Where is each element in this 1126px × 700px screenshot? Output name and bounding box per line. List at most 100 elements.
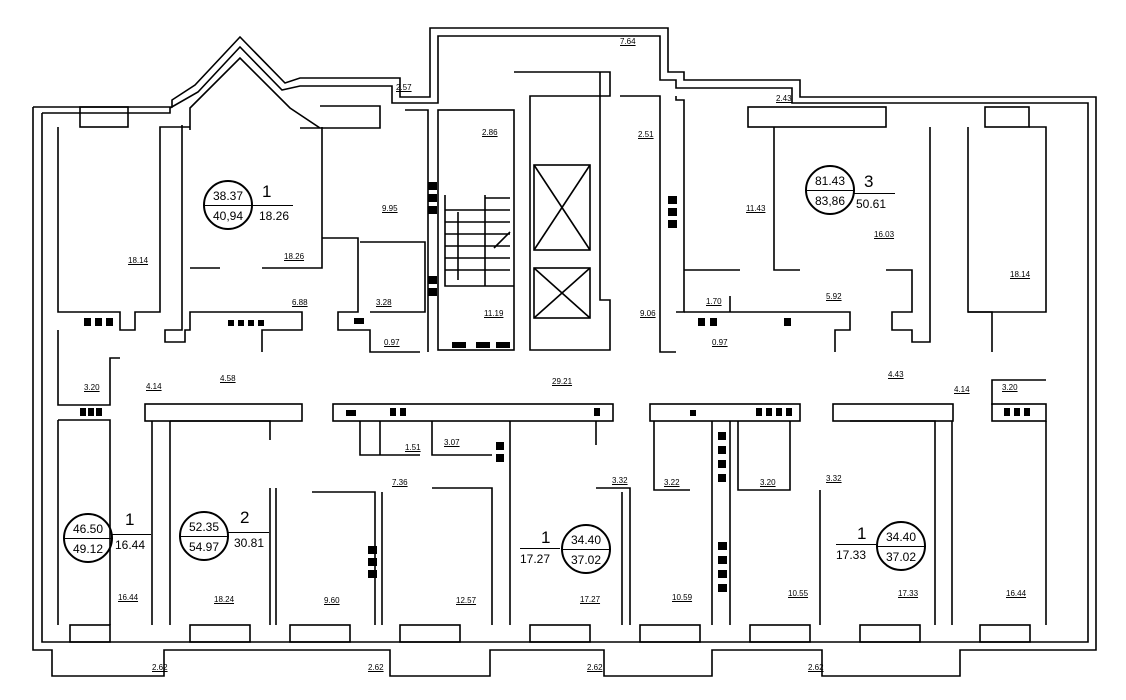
- fixture-mark: [766, 408, 772, 416]
- area-label: 3.22: [664, 478, 680, 487]
- window-bay: [289, 624, 351, 643]
- fixture-mark: [80, 408, 86, 416]
- fixture-mark: [668, 208, 677, 216]
- fixture-mark: [690, 410, 696, 416]
- apartment-area-badge: 34.40 37.02: [876, 521, 926, 571]
- fixture-mark: [496, 454, 504, 462]
- apartment-underline: [251, 205, 293, 206]
- wall: [737, 421, 791, 491]
- window-bay: [979, 624, 1031, 643]
- apartment-area-badge: 81.43 83,86: [805, 165, 855, 215]
- window-bay: [189, 624, 251, 643]
- area-label: 2.57: [396, 83, 412, 92]
- area-label: 2.62: [368, 663, 384, 672]
- apartment-room-count: 1: [125, 510, 135, 529]
- fixture-mark: [756, 408, 762, 416]
- apartment-area-badge: 46.50 49.12: [63, 513, 113, 563]
- area-label: 16.44: [118, 593, 139, 602]
- area-label: 6.88: [292, 298, 308, 307]
- fixture-mark: [368, 546, 377, 554]
- area-label: 12.57: [456, 596, 477, 605]
- area-label: 9.95: [382, 204, 398, 213]
- fixture-mark: [368, 558, 377, 566]
- fixture-mark: [718, 460, 726, 468]
- wall: [57, 126, 190, 331]
- area-label: 18.26: [284, 252, 305, 261]
- area-label: 17.33: [898, 589, 919, 598]
- area-label: 10.59: [672, 593, 693, 602]
- window-bay: [69, 624, 111, 643]
- fixture-mark: [258, 320, 264, 326]
- area-label: 2.62: [808, 663, 824, 672]
- area-label: 7.64: [620, 37, 636, 46]
- fixture-mark: [228, 320, 234, 326]
- area-label: 2.43: [776, 94, 792, 103]
- fixture-mark: [594, 408, 600, 416]
- window-bay: [747, 106, 887, 128]
- corridor-wall: [332, 403, 614, 422]
- area-label: 5.92: [826, 292, 842, 301]
- wall: [57, 330, 120, 406]
- fixture-mark: [428, 194, 437, 202]
- apartment-room-count: 1: [262, 182, 272, 201]
- wall: [360, 241, 426, 313]
- area-label: 1.70: [706, 297, 722, 306]
- apartment-underline: [853, 193, 895, 194]
- wall: [58, 419, 111, 625]
- fixture-mark: [428, 288, 437, 296]
- apartment-living-area: 30.81: [234, 536, 265, 550]
- area-label: 4.14: [146, 382, 162, 391]
- apartment-living-area: 18.26: [259, 209, 290, 223]
- fixture-mark: [710, 318, 717, 326]
- stair-arrow: [493, 231, 511, 249]
- fixture-mark: [238, 320, 244, 326]
- area-label: 0.97: [384, 338, 400, 347]
- fixture-mark: [718, 570, 727, 578]
- apartment-living-area: 16.44: [115, 538, 146, 552]
- fixture-mark: [428, 182, 437, 190]
- fixture-mark: [476, 342, 490, 348]
- area-label: 10.55: [788, 589, 809, 598]
- apartment-living-area: 17.33: [836, 548, 867, 562]
- window-bay: [984, 106, 1030, 128]
- apartment-area-badge: 38.37 40,94: [203, 180, 253, 230]
- area-label: 16.44: [1006, 589, 1027, 598]
- window-bay: [639, 624, 701, 643]
- fixture-mark: [668, 220, 677, 228]
- area-label: 18.14: [1010, 270, 1031, 279]
- window-bay: [859, 624, 921, 643]
- fixture-mark: [95, 318, 102, 326]
- apartment-room-count: 1: [541, 528, 551, 547]
- area-label: 18.24: [214, 595, 235, 604]
- apartment-living-area: 17.27: [520, 552, 551, 566]
- apartment-underline: [111, 534, 151, 535]
- apartment-room-count: 1: [857, 524, 867, 543]
- wall: [312, 491, 376, 625]
- area-label: 18.14: [128, 256, 149, 265]
- wall: [405, 109, 429, 352]
- window-bay: [399, 624, 461, 643]
- area-label: 0.97: [712, 338, 728, 347]
- wall: [596, 487, 631, 625]
- area-label: 2.62: [587, 663, 603, 672]
- area-label: 17.27: [580, 595, 601, 604]
- fixture-mark: [428, 276, 437, 284]
- wall: [991, 379, 1046, 405]
- fixture-mark: [718, 432, 726, 440]
- fixture-mark: [718, 446, 726, 454]
- area-label: 9.06: [640, 309, 656, 318]
- window-bay: [79, 106, 129, 128]
- wall: [620, 95, 676, 353]
- elevator-shaft: [533, 164, 591, 251]
- fixture-mark: [400, 408, 406, 416]
- fixture-mark: [698, 318, 705, 326]
- area-label: 2.51: [638, 130, 654, 139]
- window-bay: [749, 624, 811, 643]
- fixture-mark: [354, 318, 364, 324]
- fixture-mark: [428, 206, 437, 214]
- elevator-cross: [533, 267, 591, 319]
- wall: [675, 96, 685, 313]
- area-label: 2.62: [152, 663, 168, 672]
- apartment-room-count: 2: [240, 508, 250, 527]
